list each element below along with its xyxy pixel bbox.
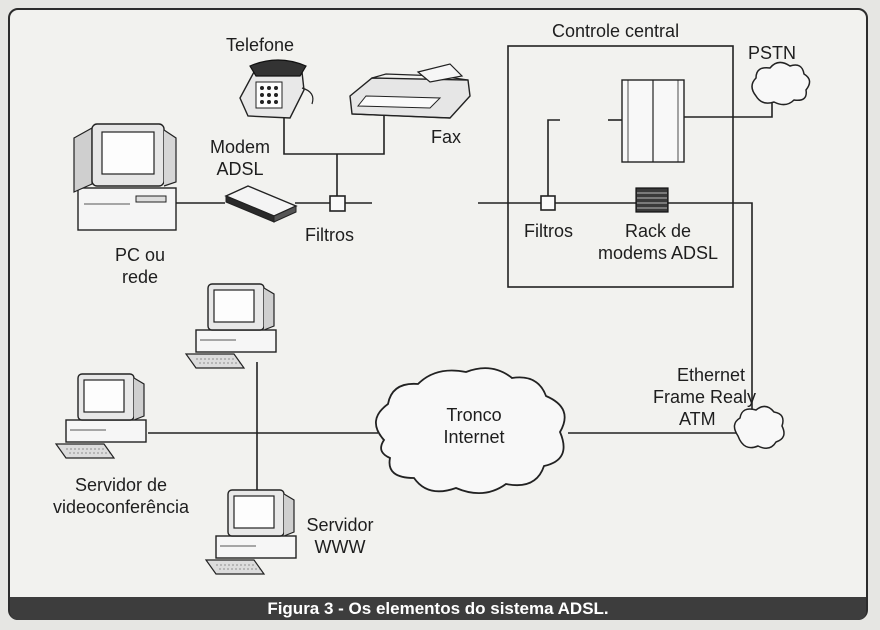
label-controle-central: Controle central	[552, 21, 680, 41]
filter-left-icon	[329, 195, 346, 212]
label-ethernet-line3: ATM	[679, 409, 716, 429]
videoconference-server-icon	[55, 373, 147, 459]
central-switch-icon	[621, 79, 685, 163]
label-ethernet-line1: Ethernet	[677, 365, 746, 385]
label-rack-line2: modems ADSL	[597, 243, 719, 263]
label-telefone: Telefone	[226, 35, 295, 55]
label-tronco-line2: Internet	[443, 427, 505, 447]
internet-cloud-icon	[375, 367, 566, 494]
label-servidor-video-line2: videoconferência	[52, 497, 190, 517]
wan-cloud-icon	[733, 405, 785, 449]
modem-rack-icon	[635, 187, 669, 213]
central-office-box	[507, 45, 734, 288]
label-servidor-www-line2: WWW	[314, 537, 366, 557]
label-pc-line1: PC ou	[114, 245, 166, 265]
label-pstn: PSTN	[748, 43, 797, 63]
pstn-cloud-icon	[751, 61, 811, 106]
label-servidor-video-line1: Servidor de	[74, 475, 168, 495]
pc-icon	[73, 123, 177, 231]
filter-right-icon	[540, 195, 556, 211]
www-server-icon	[205, 489, 297, 575]
label-pc-line2: rede	[121, 267, 159, 287]
label-servidor-www-line1: Servidor	[306, 515, 374, 535]
label-fax: Fax	[431, 127, 462, 147]
server-upper-icon	[185, 283, 277, 369]
label-rack-line1: Rack de	[624, 221, 692, 241]
label-filtros-right: Filtros	[524, 221, 573, 241]
label-tronco-line1: Tronco	[446, 405, 502, 425]
telephone-icon	[239, 59, 314, 119]
label-modem-line2: ADSL	[216, 159, 264, 179]
figure-caption: Figura 3 - Os elementos do sistema ADSL.	[267, 599, 609, 618]
caption-bar	[10, 597, 866, 620]
modem-adsl-icon	[224, 185, 298, 223]
label-filtros-left: Filtros	[305, 225, 354, 245]
fax-icon	[349, 63, 471, 119]
label-ethernet-line2: Frame Realy	[653, 387, 757, 407]
label-modem-line1: Modem	[209, 137, 271, 157]
